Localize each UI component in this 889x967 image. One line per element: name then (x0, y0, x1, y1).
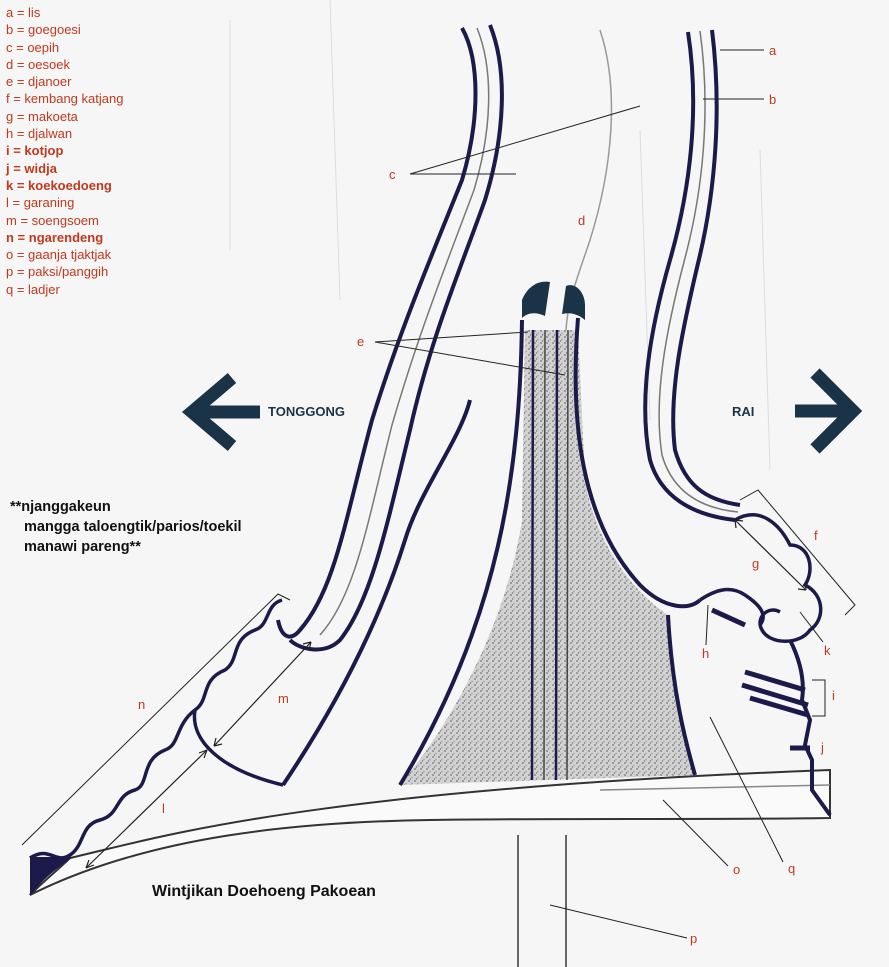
legend-item-c: c = oepih (6, 39, 60, 55)
diagram-caption: Wintjikan Doehoeng Pakoean (152, 883, 376, 900)
label-m: m (278, 691, 289, 706)
label-h: h (702, 646, 709, 661)
label-q: q (788, 861, 795, 876)
blade-core (400, 330, 695, 785)
legend-item-h: h = djalwan (6, 126, 73, 142)
ganja-line (599, 784, 831, 791)
label-c: c (389, 167, 396, 182)
arrow-left-icon (181, 373, 260, 451)
leader-lines (374, 49, 824, 939)
label-b: b (769, 92, 776, 107)
legend-item-o: o = gaanja tjaktjak (6, 247, 112, 263)
note: **njanggakeun mangga taloengtik/parios/t… (10, 497, 242, 557)
legend-item-k: k = koekoedoeng (6, 177, 112, 193)
note-line-2: mangga taloengtik/parios/toekil (24, 519, 242, 535)
legend-item-a: a = lis (6, 5, 41, 20)
left-blade-edge (281, 399, 472, 787)
brackets (21, 489, 856, 846)
right-outer-band (643, 31, 736, 522)
kembang-katjang (734, 513, 823, 643)
label-a: a (769, 43, 777, 58)
background-texture (229, 0, 771, 471)
left-core-edge (398, 319, 524, 787)
left-inner-band (288, 24, 504, 652)
label-j: j (820, 740, 824, 755)
djanoer-left-cap (522, 281, 550, 318)
label-l: l (162, 801, 165, 816)
label-p: p (690, 931, 697, 946)
paksi-tang (517, 835, 567, 967)
label-d: d (578, 213, 585, 228)
note-line-1: **njanggakeun (10, 499, 111, 515)
legend-item-q: q = ladjer (6, 281, 60, 297)
legend-item-d: d = oesoek (6, 56, 70, 72)
legend-item-p: p = paksi/panggih (6, 264, 109, 280)
legend-item-b: b = goegoesi (6, 22, 81, 38)
djalwan-hook (710, 607, 747, 628)
legend-item-l: l = garaning (6, 195, 75, 211)
legend-item-f: f = kembang katjang (6, 91, 124, 107)
ganja-base (29, 768, 831, 896)
legend-item-m: m = soengsoem (6, 212, 99, 228)
label-g: g (752, 556, 759, 571)
legend: a = lis b = goegoesi c = oepih d = oesoe… (6, 4, 206, 298)
legend-item-e: e = djanoer (6, 74, 72, 90)
label-e: e (357, 334, 364, 349)
right-blade-edge (666, 614, 697, 776)
legend-item-n: n = ngarendeng (6, 229, 104, 245)
legend-item-g: g = makoeta (6, 108, 78, 124)
label-o: o (733, 862, 740, 877)
right-band-detail (658, 30, 739, 513)
note-line-3: manawi pareng** (24, 539, 141, 555)
legend-item-i: i = kotjop (6, 143, 64, 159)
soengsoem-curve (192, 709, 284, 787)
label-i: i (832, 688, 835, 703)
label-k: k (824, 643, 831, 658)
legend-item-j: j = widja (6, 160, 57, 176)
kotjop-teeth (741, 669, 809, 718)
label-f: f (814, 528, 818, 543)
ngarendeng-edge (29, 598, 283, 860)
measure-arrows (85, 519, 807, 869)
left-band-detail (319, 27, 490, 636)
direction-right-label: RAI (732, 404, 755, 419)
right-core-edge (573, 317, 702, 609)
right-inner-band (671, 29, 741, 507)
label-n: n (138, 697, 145, 712)
djanoer-right-cap (562, 285, 585, 320)
left-outer-band (276, 27, 478, 639)
djalwan (699, 587, 765, 627)
ngarendeng-tip (29, 857, 74, 896)
arrow-right-icon (795, 368, 863, 454)
direction-left-label: TONGGONG (268, 404, 346, 419)
